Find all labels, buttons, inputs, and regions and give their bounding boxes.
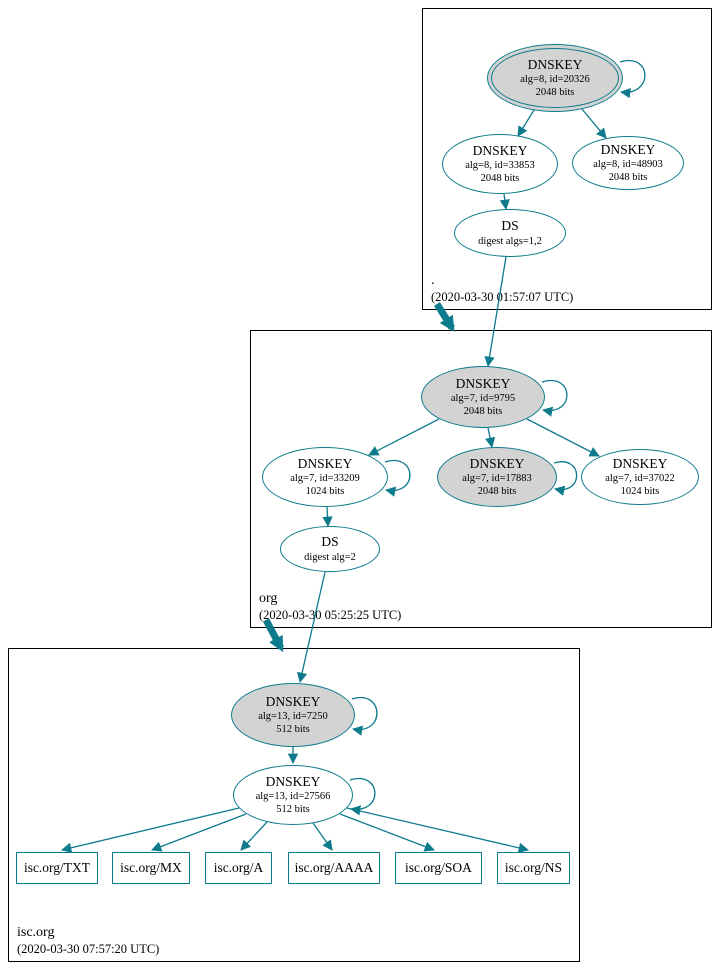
zone-label-root: . — [431, 273, 435, 288]
zone-timestamp-root: (2020-03-30 01:57:07 UTC) — [431, 290, 574, 304]
rrset-label: isc.org/A — [213, 860, 264, 875]
node-bits: 1024 bits — [620, 486, 660, 498]
rrset-isc-org-a[interactable]: isc.org/A — [205, 852, 272, 884]
node-type: DNSKEY — [265, 773, 321, 789]
node-dnskey-33853[interactable]: DNSKEY alg=8, id=33853 2048 bits — [442, 134, 558, 194]
node-detail: alg=13, id=7250 — [258, 710, 328, 722]
node-dnskey-9795[interactable]: DNSKEY alg=7, id=9795 2048 bits — [421, 366, 545, 428]
rrset-label: isc.org/NS — [504, 860, 563, 875]
node-dnskey-48903[interactable]: DNSKEY alg=8, id=48903 2048 bits — [572, 136, 684, 190]
rrset-isc-org-aaaa[interactable]: isc.org/AAAA — [288, 852, 380, 884]
node-type: DNSKEY — [265, 693, 321, 709]
rrset-label: isc.org/MX — [120, 860, 182, 875]
node-dnskey-17883[interactable]: DNSKEY alg=7, id=17883 2048 bits — [437, 447, 557, 507]
node-type: DNSKEY — [469, 455, 525, 471]
zone-box-org: org (2020-03-30 05:25:25 UTC) — [250, 330, 712, 628]
node-dnskey-27566[interactable]: DNSKEY alg=13, id=27566 512 bits — [233, 765, 353, 825]
node-bits: 2048 bits — [535, 87, 575, 99]
node-detail: alg=7, id=37022 — [605, 472, 675, 484]
node-detail: alg=8, id=20326 — [520, 73, 590, 85]
node-detail: digest algs=1,2 — [478, 235, 542, 247]
node-type: DS — [501, 218, 519, 234]
node-bits: 512 bits — [276, 804, 310, 816]
node-detail: digest alg=2 — [304, 551, 356, 563]
node-type: DNSKEY — [297, 455, 353, 471]
node-bits: 2048 bits — [608, 172, 648, 184]
node-dnskey-7250[interactable]: DNSKEY alg=13, id=7250 512 bits — [231, 683, 355, 747]
rrset-isc-org-soa[interactable]: isc.org/SOA — [395, 852, 482, 884]
node-detail: alg=8, id=33853 — [465, 159, 535, 171]
node-type: DNSKEY — [600, 141, 656, 157]
node-ds-root[interactable]: DS digest algs=1,2 — [454, 209, 566, 257]
zone-timestamp-org: (2020-03-30 05:25:25 UTC) — [259, 608, 402, 622]
zone-box-isc-org: isc.org (2020-03-30 07:57:20 UTC) — [8, 648, 580, 962]
node-type: DNSKEY — [527, 56, 583, 72]
zone-timestamp-isc-org: (2020-03-30 07:57:20 UTC) — [17, 942, 160, 956]
node-detail: alg=7, id=33209 — [290, 472, 360, 484]
node-bits: 2048 bits — [463, 406, 503, 418]
node-bits: 2048 bits — [480, 173, 520, 185]
node-type: DNSKEY — [612, 455, 668, 471]
node-bits: 512 bits — [276, 724, 310, 736]
node-detail: alg=7, id=9795 — [450, 392, 516, 404]
node-detail: alg=7, id=17883 — [462, 472, 532, 484]
node-bits: 1024 bits — [305, 486, 345, 498]
node-type: DNSKEY — [455, 375, 511, 391]
node-detail: alg=8, id=48903 — [593, 158, 663, 170]
node-bits: 2048 bits — [477, 486, 517, 498]
node-type: DS — [321, 534, 339, 550]
rrset-label: isc.org/TXT — [23, 860, 91, 875]
rrset-isc-org-mx[interactable]: isc.org/MX — [112, 852, 190, 884]
node-dnskey-33209[interactable]: DNSKEY alg=7, id=33209 1024 bits — [262, 447, 388, 507]
node-detail: alg=13, id=27566 — [255, 790, 331, 802]
rrset-label: isc.org/AAAA — [294, 860, 374, 875]
rrset-isc-org-ns[interactable]: isc.org/NS — [497, 852, 570, 884]
node-type: DNSKEY — [472, 142, 528, 158]
node-dnskey-20326[interactable]: DNSKEY alg=8, id=20326 2048 bits — [487, 44, 623, 112]
node-dnskey-37022[interactable]: DNSKEY alg=7, id=37022 1024 bits — [581, 449, 699, 505]
zone-label-org: org — [259, 591, 278, 606]
zone-label-isc-org: isc.org — [17, 925, 55, 940]
node-ds-org[interactable]: DS digest alg=2 — [280, 526, 380, 572]
rrset-isc-org-txt[interactable]: isc.org/TXT — [16, 852, 98, 884]
rrset-label: isc.org/SOA — [405, 860, 472, 875]
